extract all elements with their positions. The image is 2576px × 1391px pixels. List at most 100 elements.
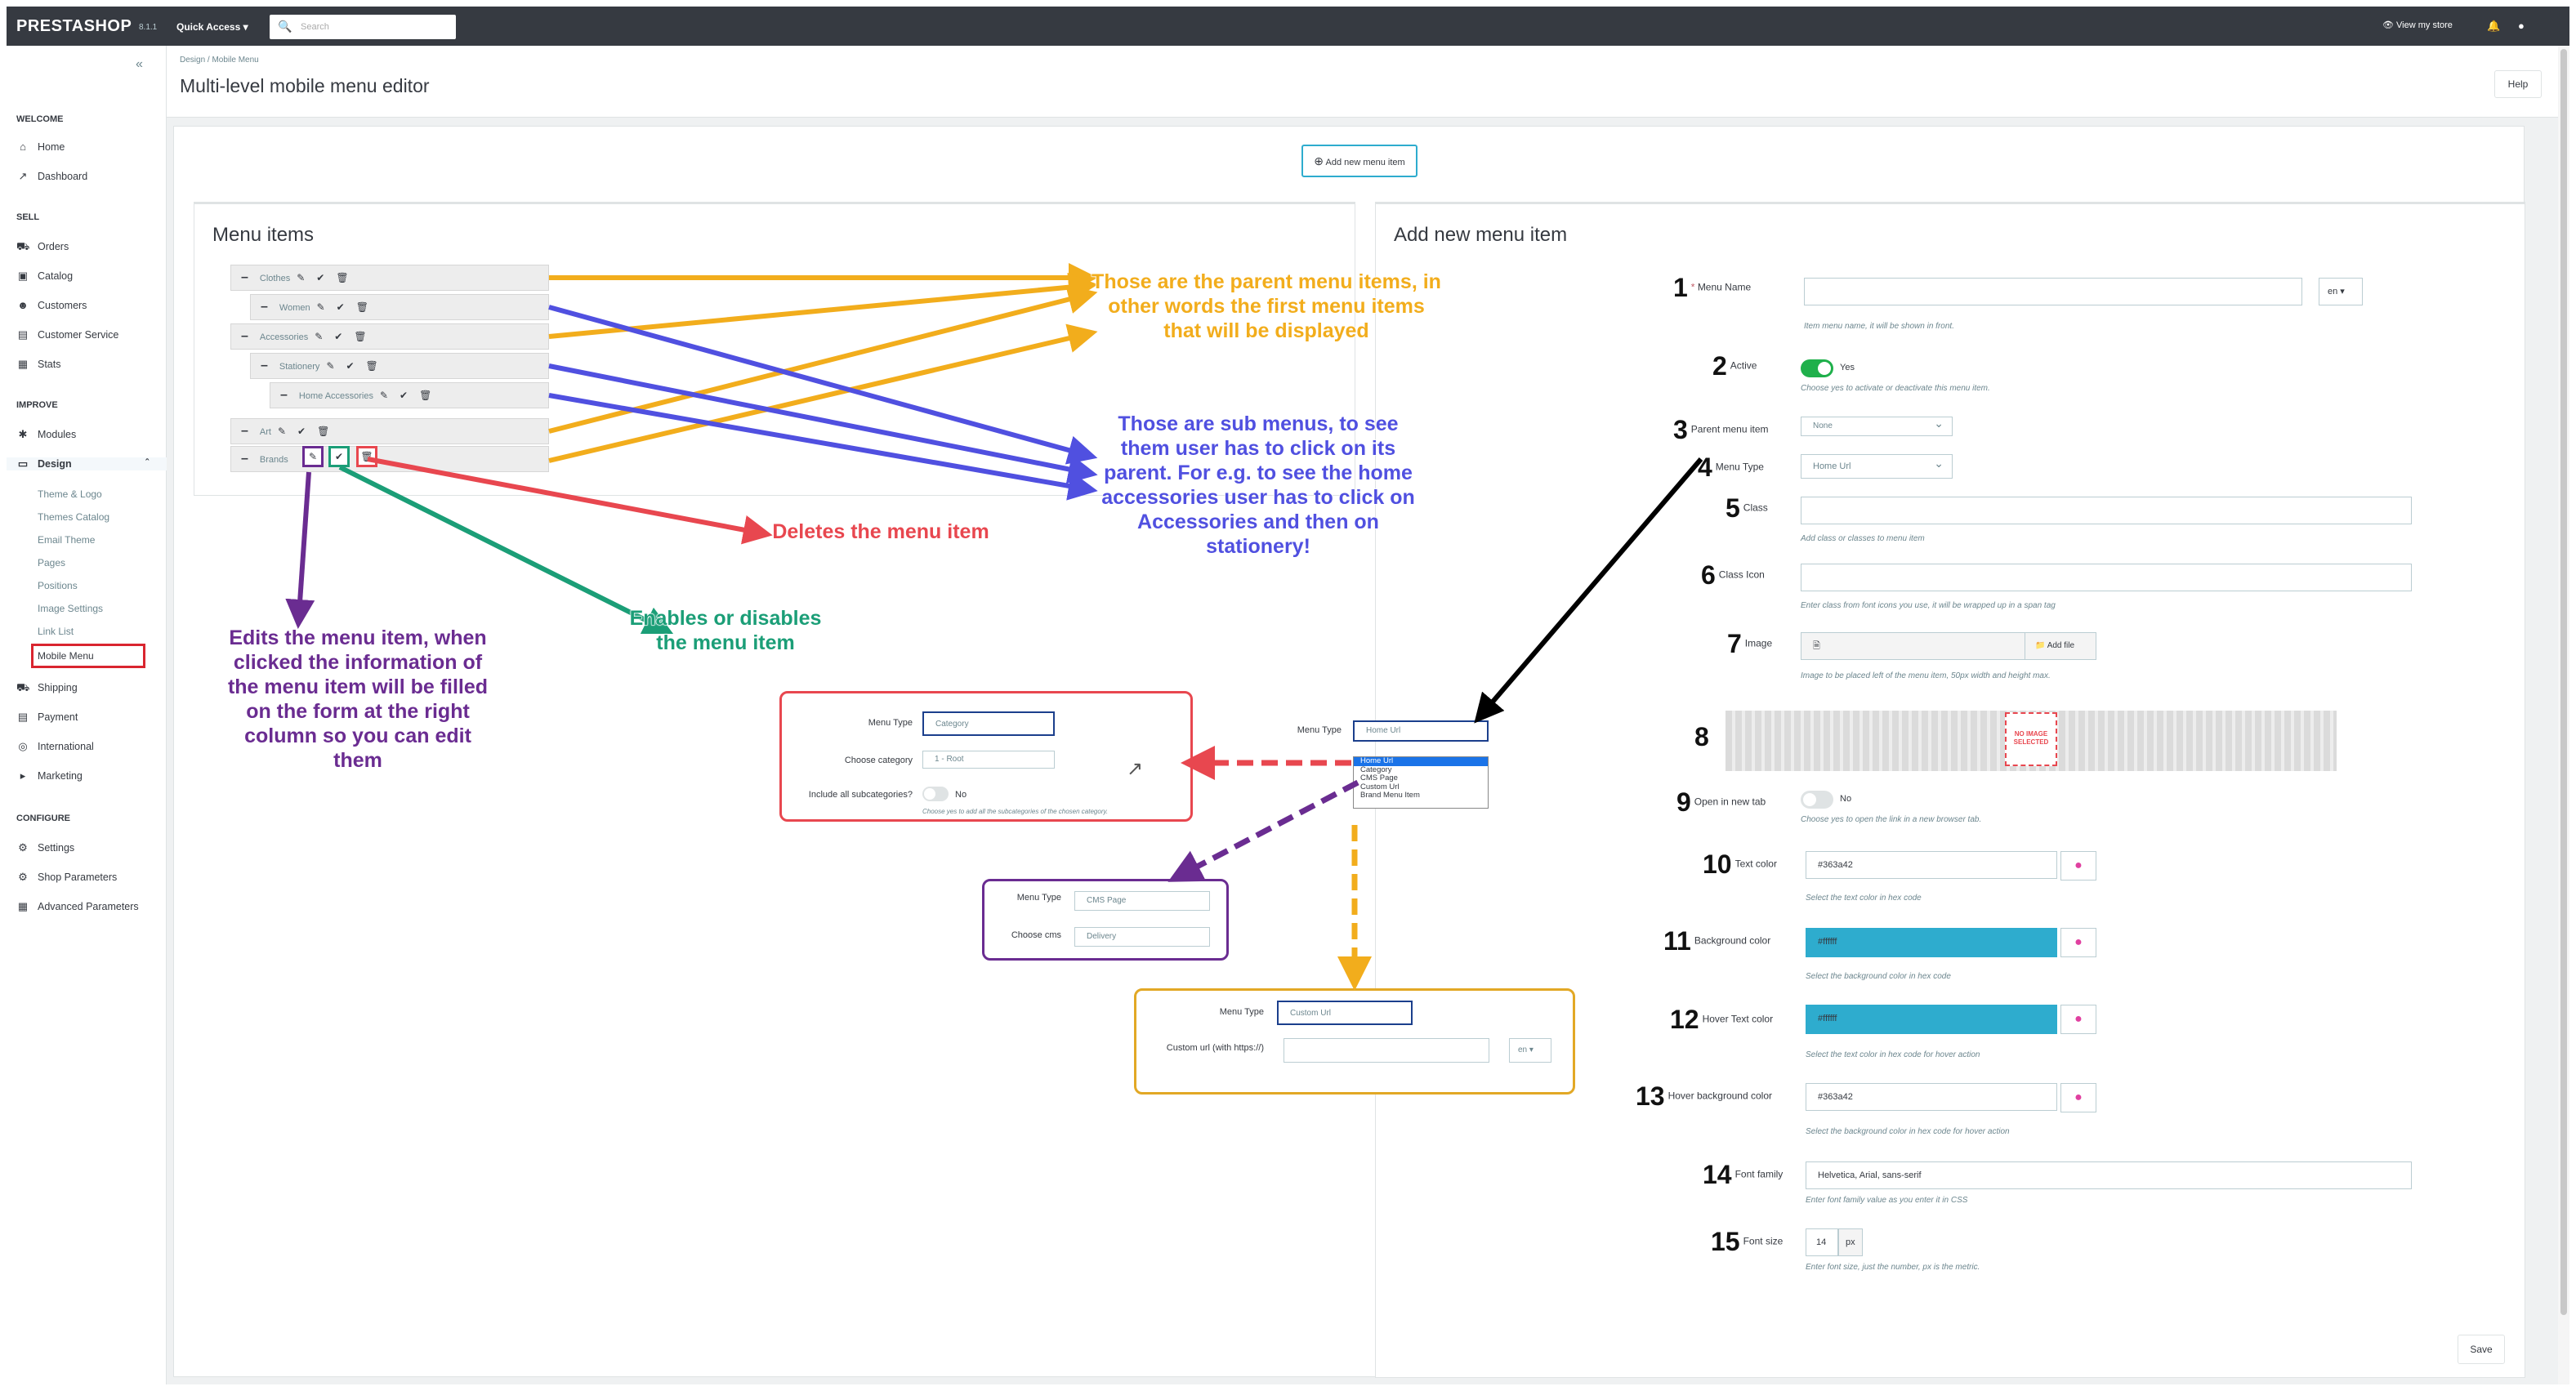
dropdown-option[interactable]: Home Url xyxy=(1354,756,1488,766)
menu-item-actions[interactable]: ✎✔🗑 xyxy=(316,301,380,313)
menu-item-actions[interactable]: ✎✔🗑 xyxy=(326,360,390,372)
color-picker-icon[interactable]: ● xyxy=(2060,1083,2096,1112)
notifications-bell-icon[interactable]: 🔔 xyxy=(2487,20,2501,32)
menu-tree-item-clothes[interactable]: –Clothes✎✔🗑 xyxy=(230,265,549,291)
popup-menu-type-select[interactable]: CMS Page xyxy=(1074,891,1210,911)
sidebar-item-home[interactable]: ⌂Home xyxy=(16,140,65,153)
hover-text-color-help: Select the text color in hex code for ho… xyxy=(1806,1050,1980,1059)
sidebar-item-modules[interactable]: ✱Modules xyxy=(16,428,77,441)
sidebar-item-marketing[interactable]: ▸Marketing xyxy=(16,769,83,782)
dropdown-option[interactable]: Custom Url xyxy=(1360,782,1400,791)
sidebar-item-advanced-parameters[interactable]: ▦Advanced Parameters xyxy=(16,900,139,913)
sidebar-sub-positions[interactable]: Positions xyxy=(38,580,78,591)
dropdown-option[interactable]: CMS Page xyxy=(1360,774,1398,782)
save-button[interactable]: Save xyxy=(2458,1335,2505,1364)
menu-tree-item-women[interactable]: –Women✎✔🗑 xyxy=(250,294,549,320)
sidebar-item-catalog[interactable]: ▣Catalog xyxy=(16,270,73,283)
popup-choose-cms-select[interactable]: Delivery xyxy=(1074,927,1210,947)
sidebar-sub-themes-catalog[interactable]: Themes Catalog xyxy=(38,511,110,523)
menu-tree-item-stationery[interactable]: –Stationery✎✔🗑 xyxy=(250,353,549,379)
color-picker-icon[interactable]: ● xyxy=(2060,1005,2096,1034)
popup-choose-category-select[interactable]: 1 - Root xyxy=(922,751,1055,769)
menu-type-dropdown-list[interactable]: Home Url Category CMS Page Custom Url Br… xyxy=(1353,756,1489,809)
menu-item-actions[interactable]: ✎✔🗑 xyxy=(380,390,444,401)
sidebar-item-orders[interactable]: ⛟Orders xyxy=(16,240,69,255)
sidebar-sub-theme-logo[interactable]: Theme & Logo xyxy=(38,488,102,500)
sidebar-sub-image-settings[interactable]: Image Settings xyxy=(38,603,104,614)
active-help: Choose yes to activate or deactivate thi… xyxy=(1801,384,1990,393)
edit-icon[interactable]: ✎ xyxy=(302,446,324,467)
class-input[interactable] xyxy=(1801,497,2412,524)
sidebar-sub-pages[interactable]: Pages xyxy=(38,557,66,568)
dropdown-menu-type-select[interactable]: Home Url xyxy=(1353,720,1489,742)
popup-menu-type-select[interactable]: Category xyxy=(922,711,1055,736)
font-family-input[interactable]: Helvetica, Arial, sans-serif xyxy=(1806,1161,2412,1189)
text-color-input[interactable]: #363a42 xyxy=(1806,851,2057,879)
menu-item-actions[interactable]: ✎✔🗑 xyxy=(277,426,342,437)
active-toggle[interactable] xyxy=(1801,359,1833,377)
popup-include-sub-toggle[interactable] xyxy=(922,787,949,801)
account-icon[interactable]: ● xyxy=(2518,20,2525,32)
drag-handle-icon[interactable]: – xyxy=(241,270,248,284)
scrollbar-thumb[interactable] xyxy=(2560,49,2567,1315)
drag-handle-icon[interactable]: – xyxy=(280,388,288,402)
menu-name-input[interactable] xyxy=(1804,278,2302,305)
sidebar-sub-link-list[interactable]: Link List xyxy=(38,626,74,637)
sidebar-item-customer-service[interactable]: ▤Customer Service xyxy=(16,328,119,341)
drag-handle-icon[interactable]: – xyxy=(241,329,248,343)
sidebar-item-settings[interactable]: ⚙Settings xyxy=(16,841,74,854)
menu-tree-item-art[interactable]: –Art✎✔🗑 xyxy=(230,418,549,444)
parent-menu-item-select[interactable]: None xyxy=(1801,414,1953,436)
menu-tree-item-brands[interactable]: – Brands xyxy=(230,446,549,472)
font-size-input[interactable]: 14 xyxy=(1806,1228,1838,1256)
gear-icon: ⚙ xyxy=(18,841,28,854)
collapse-sidebar-icon[interactable]: « xyxy=(136,57,143,71)
help-button[interactable]: Help xyxy=(2494,70,2542,98)
search-input[interactable]: 🔍 Search xyxy=(270,15,456,39)
view-store-link[interactable]: 👁 View my store xyxy=(2382,20,2453,30)
dropdown-option[interactable]: Brand Menu Item xyxy=(1360,791,1420,800)
class-icon-input[interactable] xyxy=(1801,564,2412,591)
sidebar-sub-mobile-menu[interactable]: Mobile Menu xyxy=(38,650,94,662)
sidebar-item-label: International xyxy=(38,741,94,752)
step-number: 3 xyxy=(1673,415,1688,444)
hover-bg-color-input[interactable]: #363a42 xyxy=(1806,1083,2057,1111)
sidebar-item-shop-parameters[interactable]: ⚙Shop Parameters xyxy=(16,871,117,884)
delete-trash-icon[interactable]: 🗑 xyxy=(356,446,377,467)
drag-handle-icon[interactable]: – xyxy=(241,424,248,438)
sidebar-item-shipping[interactable]: ⛟Shipping xyxy=(16,681,78,696)
sidebar-item-dashboard[interactable]: ↗Dashboard xyxy=(16,170,88,183)
prestashop-logo[interactable]: PRESTASHOP xyxy=(16,17,132,35)
menu-type-select[interactable]: Home Url xyxy=(1801,452,1953,479)
color-picker-icon[interactable]: ● xyxy=(2060,928,2096,957)
open-new-tab-toggle[interactable] xyxy=(1801,791,1833,809)
popup-language-select[interactable]: en ▾ xyxy=(1509,1038,1551,1063)
hover-text-color-input[interactable]: #ffffff xyxy=(1806,1005,2057,1034)
popup-custom-url-input[interactable] xyxy=(1284,1038,1489,1063)
toggle-check-icon[interactable]: ✔ xyxy=(328,446,350,467)
sidebar-sub-email-theme[interactable]: Email Theme xyxy=(38,534,96,546)
drag-handle-icon[interactable]: – xyxy=(261,300,268,314)
language-select[interactable]: en ▾ xyxy=(2319,278,2363,305)
menu-tree-item-accessories[interactable]: –Accessories✎✔🗑 xyxy=(230,323,549,350)
breadcrumb[interactable]: Design / Mobile Menu xyxy=(180,56,259,65)
sidebar-item-customers[interactable]: ☻Customers xyxy=(16,299,87,311)
drag-handle-icon[interactable]: – xyxy=(241,452,248,466)
dropdown-option[interactable]: Category xyxy=(1360,765,1392,774)
bg-color-input[interactable]: #ffffff xyxy=(1806,928,2057,957)
menu-item-label: Brands xyxy=(259,455,288,465)
add-file-button[interactable]: 📁 Add file xyxy=(2025,632,2096,660)
add-new-menu-item-button[interactable]: ⊕ Add new menu item xyxy=(1301,145,1417,177)
color-picker-icon[interactable]: ● xyxy=(2060,851,2096,881)
menu-item-actions[interactable]: ✎✔🗑 xyxy=(315,331,378,342)
page-scrollbar[interactable] xyxy=(2558,46,2569,1384)
sidebar-item-payment[interactable]: ▤Payment xyxy=(16,711,78,724)
menu-item-actions[interactable]: ✎✔🗑 xyxy=(297,272,360,283)
drag-handle-icon[interactable]: – xyxy=(261,359,268,372)
sidebar-item-international[interactable]: ◎International xyxy=(16,740,94,753)
menu-tree-item-home-accessories[interactable]: –Home Accessories✎✔🗑 xyxy=(270,382,549,408)
quick-access-menu[interactable]: Quick Access ▾ xyxy=(176,21,248,33)
sidebar-item-stats[interactable]: ▦Stats xyxy=(16,358,61,371)
popup-menu-type-select[interactable]: Custom Url xyxy=(1277,1001,1413,1025)
